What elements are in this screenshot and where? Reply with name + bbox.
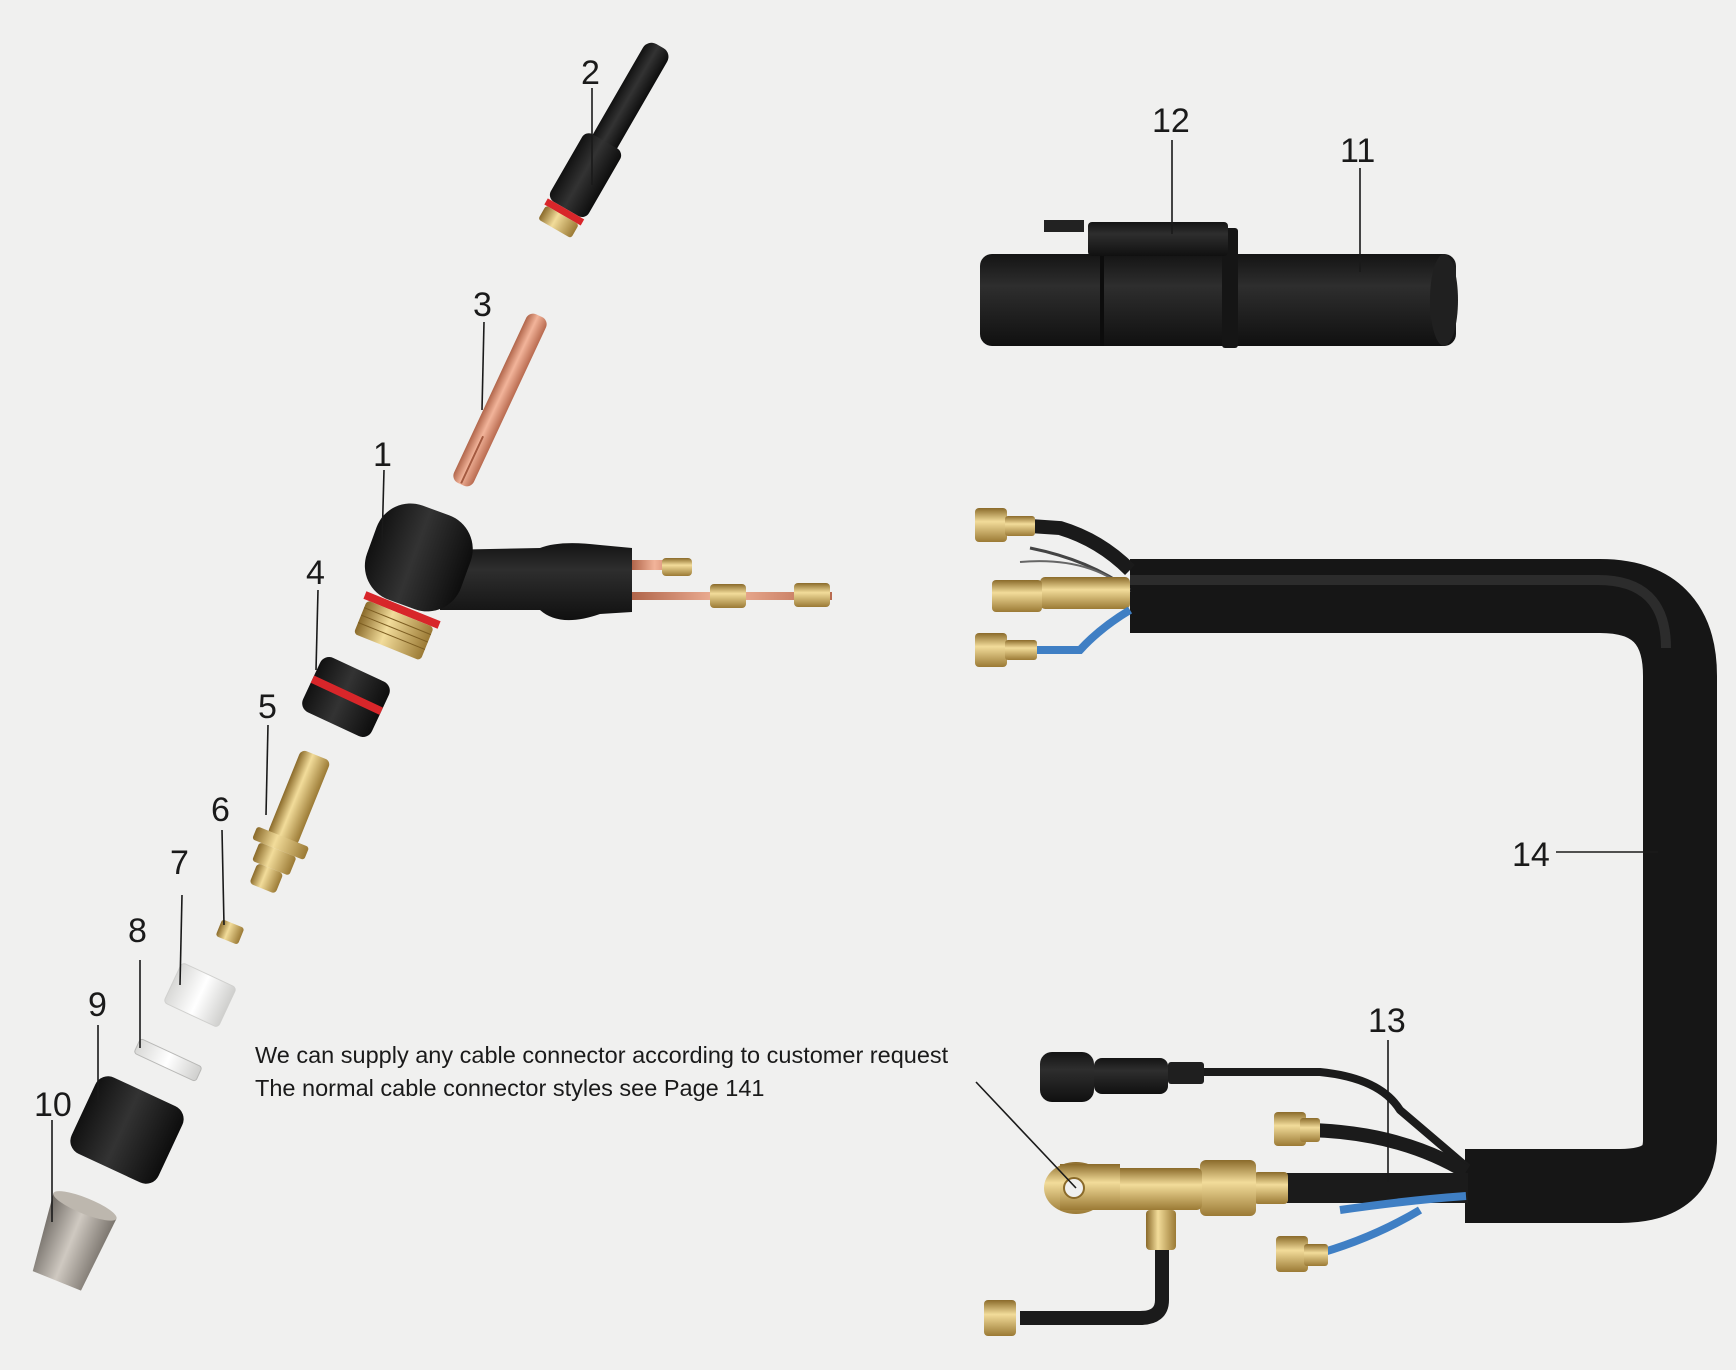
callout-9: 9 — [88, 986, 107, 1024]
callout-13: 13 — [1368, 1002, 1406, 1040]
switch — [1088, 222, 1228, 256]
callout-10: 10 — [34, 1086, 72, 1124]
callout-5: 5 — [258, 688, 277, 726]
back-cap-long — [539, 42, 669, 238]
note-line-1: We can supply any cable connector accord… — [255, 1042, 949, 1068]
leader-lines — [51, 88, 1658, 1222]
callout-2: 2 — [581, 54, 600, 92]
white-insulator — [164, 963, 236, 1027]
gasket-ring — [134, 1038, 202, 1082]
callout-1: 1 — [373, 436, 392, 474]
note-line-2: The normal cable connector styles see Pa… — [255, 1075, 764, 1101]
small-nut — [216, 920, 244, 944]
callout-4: 4 — [306, 554, 325, 592]
cable-hose — [1130, 559, 1717, 1223]
callout-14: 14 — [1512, 836, 1550, 874]
callout-8: 8 — [128, 912, 147, 950]
lower-cable-fittings — [984, 1052, 1471, 1336]
handle — [980, 220, 1458, 348]
black-nozzle-holder — [70, 1076, 184, 1184]
torch-body — [354, 503, 832, 660]
callout-labels: 2 3 1 4 5 6 7 8 9 10 11 12 13 14 — [34, 54, 1550, 1124]
ceramic-nozzle — [32, 1191, 117, 1291]
collet — [453, 313, 547, 487]
callout-11: 11 — [1340, 132, 1375, 170]
upper-cable-fittings — [975, 508, 1135, 667]
gas-lens-body — [250, 750, 330, 893]
cable-connector-note: We can supply any cable connector accord… — [255, 1042, 949, 1101]
callout-6: 6 — [211, 791, 230, 829]
heat-shield-ring — [302, 657, 390, 737]
callout-12: 12 — [1152, 102, 1190, 140]
callout-3: 3 — [473, 286, 492, 324]
callout-7: 7 — [170, 844, 189, 882]
